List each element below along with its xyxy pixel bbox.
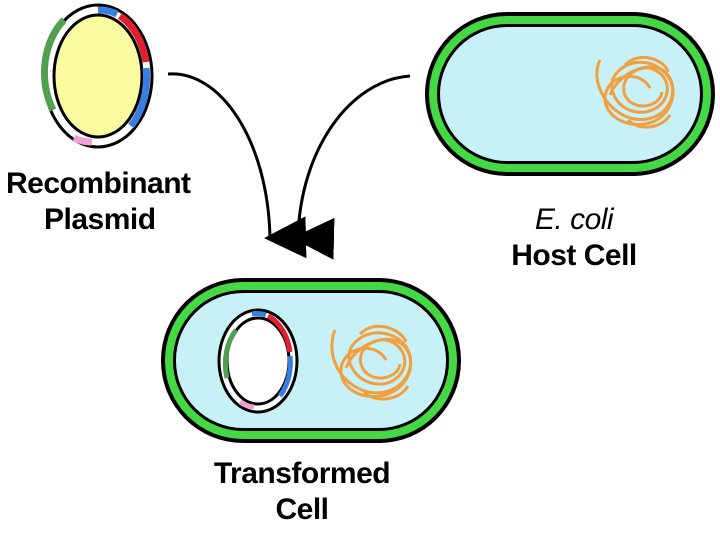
tangled-dna-icon <box>595 55 675 129</box>
plasmid-segment-red <box>117 13 150 63</box>
plasmid-ring-icon <box>217 308 299 414</box>
host-cell-label-line2: Host Cell <box>511 239 637 272</box>
plasmid-segment-blue-top <box>97 6 119 18</box>
transformed-cell-label-line1: Transformed <box>213 457 391 490</box>
arrow-from-host <box>292 74 411 260</box>
plasmid-segment-green <box>40 17 67 112</box>
plasmid-segment-blue <box>128 67 150 129</box>
arrows <box>167 72 411 260</box>
plasmid-segment-pink <box>72 134 93 146</box>
tangled-dna-icon <box>330 324 413 401</box>
transformed-cell-label: Transformed Cell <box>196 456 408 528</box>
transformed-cell <box>161 278 461 443</box>
plasmid-label-line1: Recombinant <box>6 167 191 200</box>
host-cell-label: E. coli Host Cell <box>496 202 652 274</box>
plasmid-label: Recombinant Plasmid <box>6 166 191 238</box>
transformed-cell-label-line2: Cell <box>275 493 329 526</box>
plasmid-label-line2: Plasmid <box>44 203 156 236</box>
host-cell-label-line1: E. coli <box>534 203 614 236</box>
host-cell <box>425 12 715 176</box>
arrow-from-plasmid <box>167 72 307 259</box>
recombinant-plasmid <box>40 3 154 149</box>
